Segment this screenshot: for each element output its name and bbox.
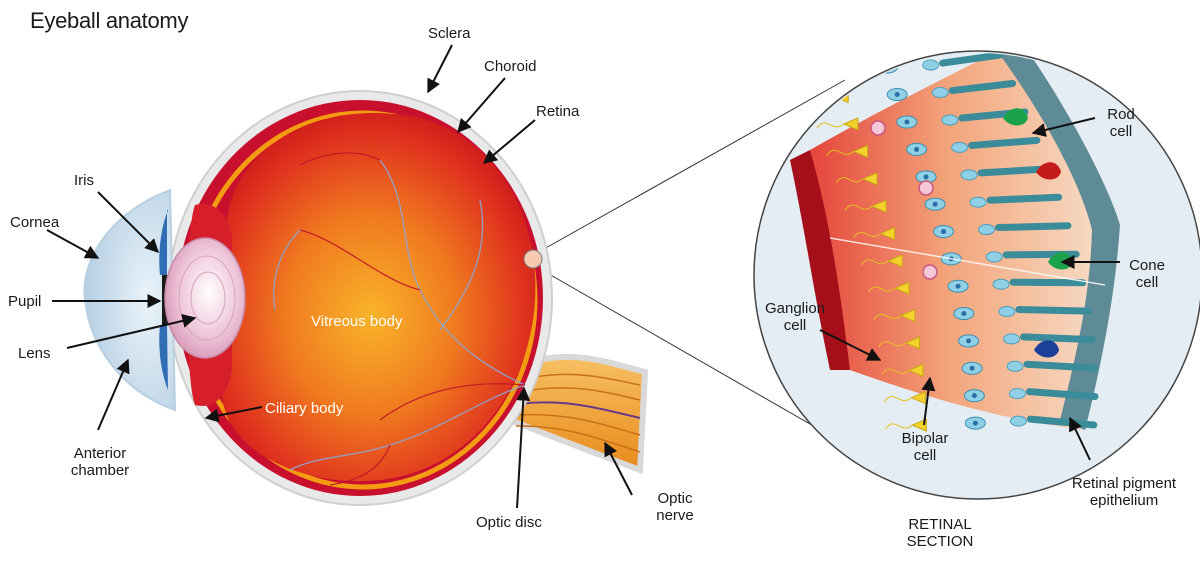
photoreceptor-body — [1007, 361, 1023, 371]
photoreceptor-body — [979, 225, 995, 235]
label-pupil: Pupil — [8, 293, 41, 310]
photoreceptor-body — [999, 307, 1015, 317]
amacrine-cell-shape — [923, 265, 937, 279]
amacrine-cell-shape — [871, 121, 885, 135]
label-optic-nerve: Optic nerve — [645, 490, 705, 524]
label-ciliary-body: Ciliary body — [265, 400, 343, 417]
photoreceptor-body — [961, 170, 977, 180]
rod-cell-shape — [1019, 310, 1089, 312]
ganglion-cell-shape — [825, 63, 839, 75]
bipolar-nucleus — [904, 120, 909, 125]
rod-cell-shape — [1024, 337, 1093, 340]
bipolar-nucleus — [941, 229, 946, 234]
label-vitreous-body: Vitreous body — [311, 313, 402, 330]
ganglion-axon — [798, 68, 825, 73]
ganglion-axon — [807, 95, 834, 100]
rod-cell-shape — [1027, 364, 1094, 368]
label-iris: Iris — [74, 172, 94, 189]
bipolar-nucleus — [914, 147, 919, 152]
label-sclera: Sclera — [428, 25, 471, 42]
bipolar-nucleus — [924, 174, 929, 179]
label-ganglion-cell: Ganglion cell — [755, 300, 835, 334]
photoreceptor-body — [923, 60, 939, 70]
photoreceptor-body — [952, 142, 968, 152]
rod-cell-shape — [1029, 392, 1095, 397]
photoreceptor-body — [942, 115, 958, 125]
photoreceptor-body — [993, 279, 1009, 289]
photoreceptor-body — [1009, 389, 1025, 399]
amacrine-cell-shape — [919, 181, 933, 195]
photoreceptor-body — [970, 197, 986, 207]
bipolar-nucleus — [895, 92, 900, 97]
label-lens: Lens — [18, 345, 51, 362]
bipolar-nucleus — [973, 421, 978, 426]
photoreceptor-body — [1004, 334, 1020, 344]
bipolar-nucleus — [933, 202, 938, 207]
label-choroid: Choroid — [484, 58, 537, 75]
label-anterior-chamber: Anterior chamber — [60, 445, 140, 479]
bipolar-nucleus — [972, 393, 977, 398]
photoreceptor-body — [986, 252, 1002, 262]
label-cornea: Cornea — [10, 214, 59, 231]
label-rod-cell: Rod cell — [1096, 106, 1146, 140]
label-bipolar-cell: Bipolar cell — [890, 430, 960, 464]
diagram-title: Eyeball anatomy — [30, 8, 188, 34]
retina-zoom-marker — [524, 250, 542, 268]
bipolar-nucleus — [956, 284, 961, 289]
label-retinal-section: RETINAL SECTION — [895, 516, 985, 550]
label-retinal-pigment-epithelium: Retinal pigment epithelium — [1060, 475, 1188, 509]
bipolar-nucleus — [970, 366, 975, 371]
photoreceptor-body — [932, 88, 948, 98]
bipolar-nucleus — [961, 311, 966, 316]
label-retina: Retina — [536, 103, 579, 120]
label-optic-disc: Optic disc — [476, 514, 542, 531]
rod-cell-shape — [999, 226, 1068, 228]
label-cone-cell: Cone cell — [1122, 257, 1172, 291]
photoreceptor-body — [1010, 416, 1026, 426]
bipolar-nucleus — [966, 338, 971, 343]
rod-cell-shape — [990, 197, 1058, 200]
